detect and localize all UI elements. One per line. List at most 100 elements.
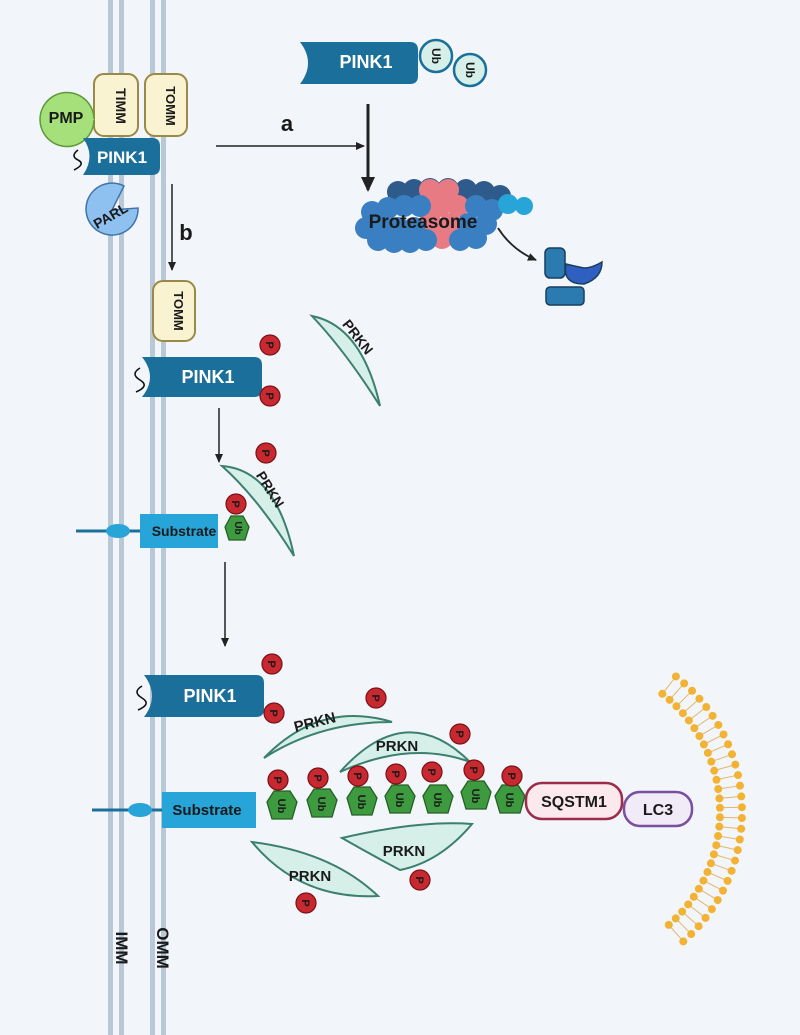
lipid-head [688,686,697,695]
lipid-head [733,771,742,780]
lipid-head [695,694,704,703]
tomm-complex-top: TOMM [144,73,188,137]
tomm-label-top: TOMM [163,86,178,125]
proteasome: Proteasome [355,178,533,253]
ub-chain-label-4: Ub [393,793,405,808]
lipid-head [671,672,680,681]
lipid-head [713,896,722,905]
lipid-head [678,709,687,718]
ub-3: Ub [346,786,378,816]
sqstm1-label: SQSTM1 [541,794,607,811]
substrate-1: Substrate Ub P [76,493,250,548]
p-label-7: P [369,694,381,701]
arrow-degradation [497,227,537,261]
lipid-head [689,892,698,901]
lipid-head [694,922,703,931]
p-label-9: P [299,899,311,906]
p-label-4: P [229,500,241,507]
p-label-8: P [453,730,465,737]
lipid-head [678,907,687,916]
arrow-b-label: b [179,220,192,245]
substrate-2: Substrate [92,792,262,828]
lipid-head [735,781,744,790]
lipid-head [737,803,746,812]
ub-chain: Ub Ub Ub Ub Ub Ub Ub [266,780,526,820]
lipid-head [723,876,732,885]
lipid-head [715,794,724,803]
lipid-head [737,792,746,801]
sqstm1: SQSTM1 [524,781,624,821]
lipid-head [737,814,746,823]
ub-1: Ub [266,790,298,820]
lipid-head [702,703,711,712]
prkn-label-u2: PRKN [376,738,419,755]
lipid-head [687,930,696,939]
p-label-5: P [265,660,277,667]
phospho-pink1-mid: P P [259,334,281,407]
lipid-head [665,695,674,704]
lipid-head [680,679,689,688]
lipid-head [724,740,733,749]
parl-protease: PARL [85,182,139,236]
lipid-head [718,886,727,895]
p-label-10: P [413,876,425,883]
p-chain-3: P [351,772,363,779]
tomm-label-mid: TOMM [171,291,186,330]
lipid-head [707,757,716,766]
p-chain-7: P [505,772,517,779]
lipid-head [731,856,740,865]
ub-2: Ub [306,788,338,818]
lipid-head [684,900,693,909]
lipid-head [706,859,715,868]
lipid-head [735,835,744,844]
omm-label: OMM [153,927,172,969]
p-label-1: P [263,341,275,348]
lipid-head [699,740,708,749]
ub-chain-label-3: Ub [355,795,367,810]
pmp-protease: PMP [39,91,95,148]
ub-chain-label-2: Ub [315,797,327,812]
peptide-fragments [544,247,603,306]
pink1-ubiquitinated: PINK1 Ub Ub [300,38,488,88]
ub-chain-label-6: Ub [469,789,481,804]
prkn-free: PRKN [309,314,381,407]
phagophore-membrane [658,672,746,946]
pink1-imported: PINK1 [73,138,160,175]
ub-4: Ub [384,784,416,814]
lipid-head [664,920,673,929]
pink1-bottom: PINK1 P P [136,653,285,724]
lipid-head [727,866,736,875]
ub-5: Ub [422,784,454,814]
lipid-head [712,775,721,784]
lc3-label: LC3 [643,802,673,819]
pink1-label-mid: PINK1 [181,367,234,387]
ub-7: Ub [494,784,526,814]
timm-label: TIMM [113,88,129,124]
lipid-head [690,724,699,733]
lipid-head [733,846,742,855]
substrate-label-2: Substrate [172,802,241,819]
lipid-head [708,711,717,720]
lipid-head [684,716,693,725]
prkn-upper-2: PRKN P [339,723,471,773]
substrate-label-1: Substrate [152,523,217,539]
p-chain-6: P [467,766,479,773]
prkn-lower-1: PRKN P [249,840,381,914]
ub-label-1: Ub [429,48,443,64]
lipid-head [703,868,712,877]
lipid-head [709,850,718,859]
lipid-head [710,766,719,775]
lipid-head [671,914,680,923]
p-label-6: P [267,709,279,716]
p-chain-2: P [311,774,323,781]
ub-chain-label-7: Ub [503,793,515,808]
lipid-head [701,913,710,922]
lipid-head [703,748,712,757]
lipid-head [707,905,716,914]
lipid-head [699,876,708,885]
lipid-head [714,785,723,794]
tomm-complex-mid: TOMM [152,280,196,342]
pink1-label-top: PINK1 [97,148,147,167]
pmp-label: PMP [49,110,84,127]
lipid-head [658,689,667,698]
